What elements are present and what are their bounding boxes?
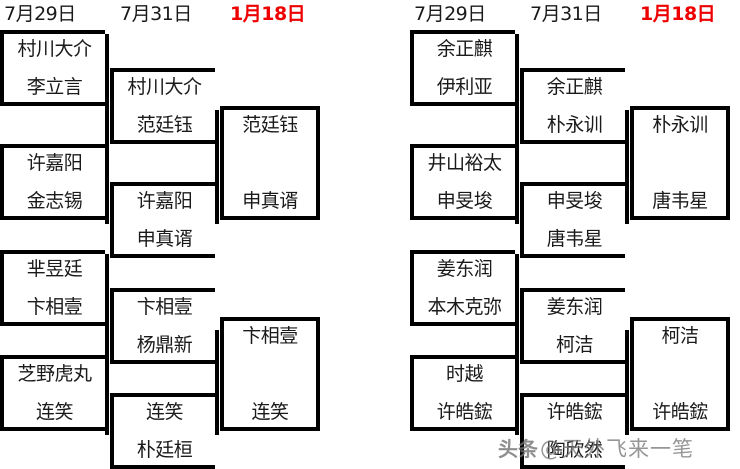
- player-name: 连笑: [145, 401, 184, 423]
- bracket-connector: [515, 34, 519, 148]
- player-name: 许嘉阳: [26, 152, 83, 174]
- player-name: 卞相壹: [242, 325, 298, 347]
- player-name: 芈昱廷: [26, 258, 83, 280]
- match-cell[interactable]: 姜东润 柯洁: [520, 288, 629, 435]
- bracket-connector: [105, 321, 109, 435]
- date-label-round1: 7月29日: [414, 3, 486, 25]
- player-name: 唐韦星: [652, 190, 708, 212]
- player-name: 卞相壹: [26, 296, 83, 318]
- match-cell[interactable]: 范廷钰 申真谞: [220, 106, 320, 220]
- player-name: 陶欣然: [546, 439, 603, 461]
- player-name: 许嘉阳: [136, 190, 193, 212]
- match-cell[interactable]: 朴永训 唐韦星: [630, 106, 730, 220]
- match-cell[interactable]: 许皓鋐 陶欣然: [520, 393, 625, 469]
- date-label-round3: 1月18日: [230, 3, 306, 25]
- date-label-round3: 1月18日: [640, 3, 716, 25]
- player-name: 金志锡: [26, 190, 83, 212]
- player-name: 连笑: [251, 401, 289, 423]
- bracket-connector: [105, 110, 109, 224]
- match-cell[interactable]: 柯洁 许皓鋐: [630, 317, 730, 431]
- player-name: 许皓鋐: [546, 401, 603, 423]
- bracket-half-left: 7月29日 7月31日 1月18日 村川大介 李立言 许嘉阳 金志锡 芈昱廷 卞…: [0, 0, 330, 469]
- date-header-row-right: 7月29日 7月31日 1月18日: [410, 0, 740, 28]
- match-cell[interactable]: 连笑 朴廷桓: [110, 393, 215, 469]
- player-name: 杨鼎新: [136, 334, 193, 356]
- player-name: 村川大介: [127, 76, 202, 98]
- bracket-half-right: 7月29日 7月31日 1月18日 余正麒 伊利亚 井山裕太 申旻埈 姜东润 本…: [410, 0, 740, 469]
- bracket-connector: [105, 254, 109, 368]
- match-cell[interactable]: 余正麒 朴永训: [520, 68, 629, 224]
- player-name: 姜东润: [436, 258, 493, 280]
- player-name: 李立言: [26, 76, 83, 98]
- match-cell[interactable]: 时越 许皓鋐: [410, 321, 519, 435]
- bracket-connector: [105, 34, 109, 148]
- bracket-connector: [625, 330, 629, 435]
- bracket-connector: [515, 110, 519, 224]
- player-name: 余正麒: [546, 76, 603, 98]
- match-cell[interactable]: 余正麒 伊利亚: [410, 30, 519, 148]
- player-name: 姜东润: [546, 296, 603, 318]
- player-name: 范廷钰: [242, 114, 298, 136]
- match-cell[interactable]: 村川大介 李立言: [0, 30, 109, 148]
- player-name: 朴廷桓: [136, 439, 193, 461]
- match-cell[interactable]: 申旻埈 唐韦星: [520, 110, 629, 258]
- player-name: 范廷钰: [136, 114, 193, 136]
- player-name: 申旻埈: [546, 190, 603, 212]
- player-name: 卞相壹: [136, 296, 193, 318]
- match-cell[interactable]: 卞相壹 连笑: [220, 317, 320, 431]
- player-name: 申真谞: [242, 190, 298, 212]
- bracket-connector: [215, 330, 219, 435]
- match-cell[interactable]: 井山裕太 申旻埈: [410, 110, 519, 224]
- player-name: 柯洁: [555, 334, 594, 356]
- player-name: 村川大介: [17, 38, 92, 60]
- player-name: 芝野虎丸: [17, 363, 92, 385]
- player-name: 朴永训: [546, 114, 603, 136]
- date-label-round1: 7月29日: [4, 3, 76, 25]
- bracket-connector: [215, 110, 219, 224]
- date-label-round2: 7月31日: [120, 3, 192, 25]
- match-cell[interactable]: 芈昱廷 卞相壹: [0, 250, 109, 368]
- match-cell[interactable]: 许嘉阳 金志锡: [0, 110, 109, 224]
- player-name: 朴永训: [652, 114, 708, 136]
- player-name: 申真谞: [136, 228, 193, 250]
- player-name: 连笑: [35, 401, 74, 423]
- player-name: 时越: [445, 363, 484, 385]
- match-cell[interactable]: 许嘉阳 申真谞: [110, 110, 219, 258]
- bracket-connector: [515, 254, 519, 368]
- player-name: 许皓鋐: [436, 401, 493, 423]
- match-cell[interactable]: 姜东润 本木克弥: [410, 250, 519, 368]
- date-header-row-left: 7月29日 7月31日 1月18日: [0, 0, 330, 28]
- match-cell[interactable]: 芝野虎丸 连笑: [0, 321, 109, 435]
- player-name: 本木克弥: [427, 296, 502, 318]
- player-name: 伊利亚: [436, 76, 493, 98]
- player-name: 许皓鋐: [652, 401, 708, 423]
- player-name: 唐韦星: [546, 228, 603, 250]
- player-name: 申旻埈: [436, 190, 493, 212]
- bracket-connector: [515, 321, 519, 435]
- player-name: 余正麒: [436, 38, 493, 60]
- match-cell[interactable]: 卞相壹 杨鼎新: [110, 288, 219, 435]
- bracket-connector: [625, 110, 629, 224]
- date-label-round2: 7月31日: [530, 3, 602, 25]
- player-name: 柯洁: [661, 325, 699, 347]
- player-name: 井山裕太: [427, 152, 502, 174]
- match-cell[interactable]: 村川大介 范廷钰: [110, 68, 219, 224]
